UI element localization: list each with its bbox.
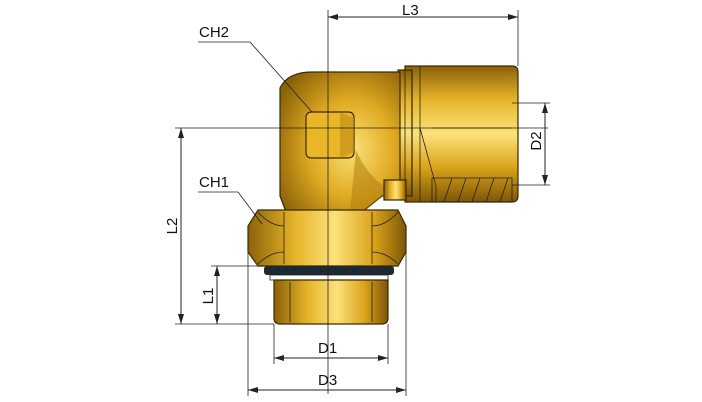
ch1-hex [247, 209, 407, 267]
label-d2: D2 [528, 131, 545, 150]
label-l3: L3 [402, 2, 419, 19]
dimension-l2: L2 [164, 128, 274, 325]
label-d3: D3 [318, 372, 337, 389]
female-port [404, 65, 519, 203]
chamfer-step [383, 179, 407, 201]
o-ring-seal [264, 266, 394, 275]
label-l1: L1 [200, 288, 217, 305]
thread-band [431, 177, 513, 203]
label-d1: D1 [318, 340, 337, 357]
dimension-d3: D3 [247, 252, 407, 396]
dimension-d2: D2 [512, 102, 550, 186]
dimension-l1: L1 [200, 265, 264, 324]
label-l2: L2 [164, 218, 181, 235]
leader-ch2: CH2 [198, 24, 313, 113]
centre-lines [175, 10, 548, 394]
label-ch1: CH1 [199, 174, 229, 191]
leader-ch1: CH1 [198, 174, 263, 225]
fitting-body [247, 65, 519, 325]
dimension-d1: D1 [273, 324, 389, 364]
male-thread-stub [273, 279, 389, 325]
dimension-l3: L3 [328, 2, 519, 66]
label-ch2: CH2 [199, 24, 229, 41]
